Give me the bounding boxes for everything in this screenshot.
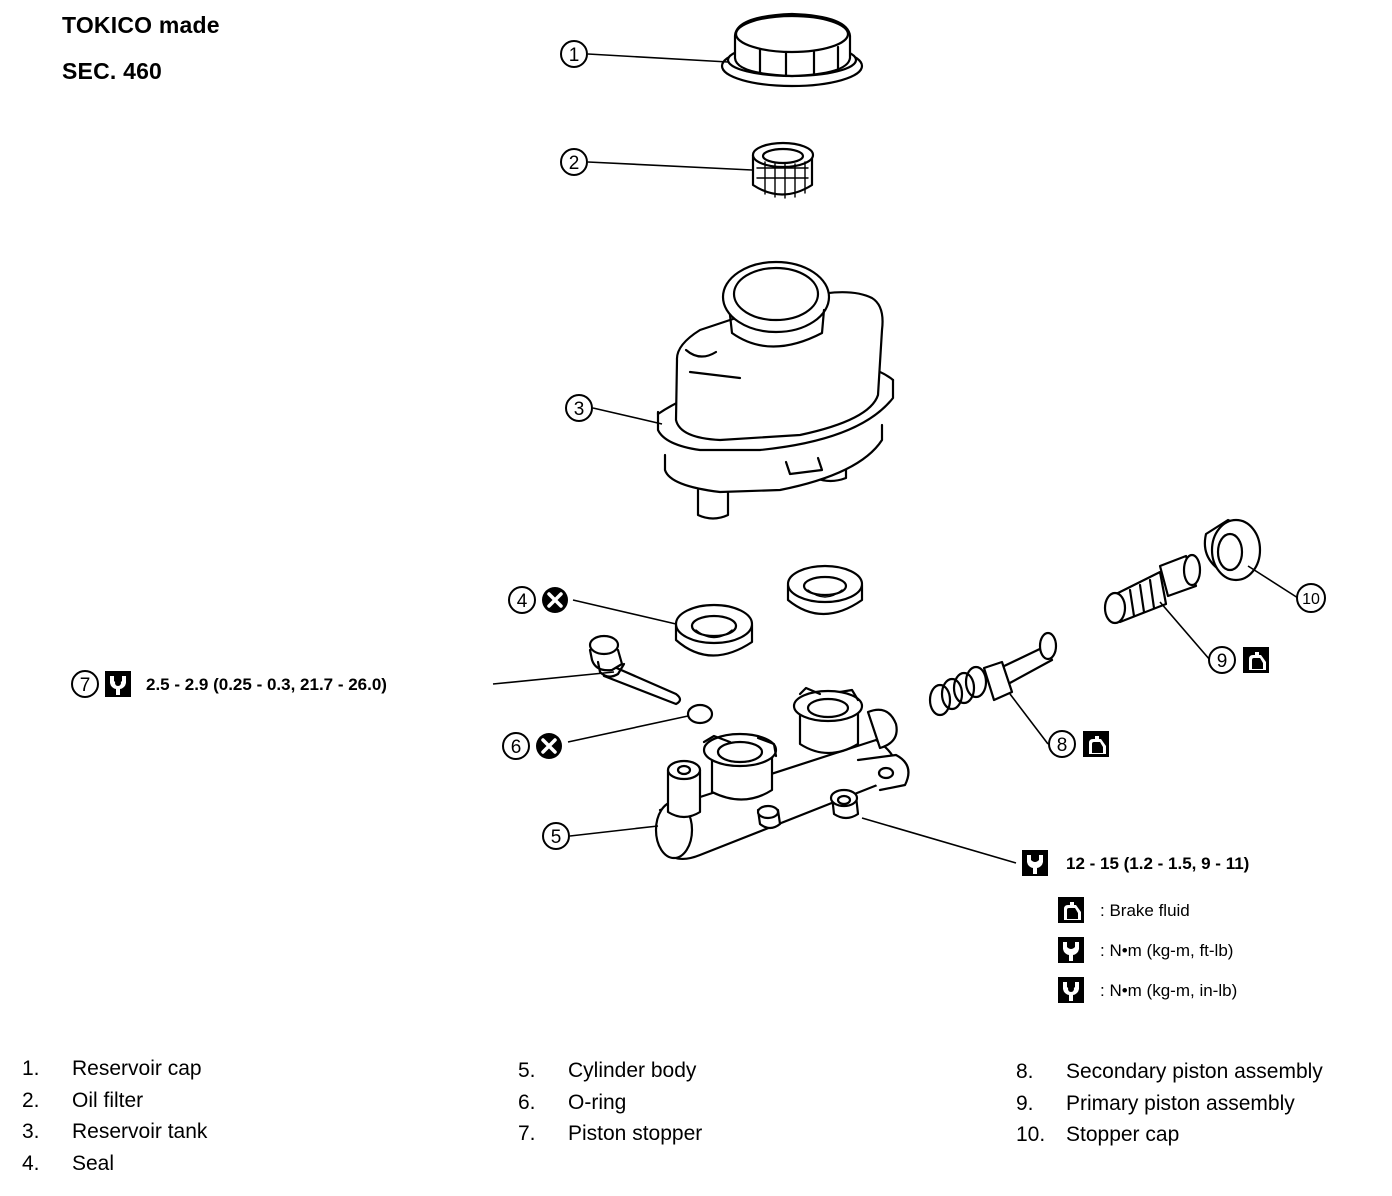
legend-torque-ftlb-icon bbox=[1058, 937, 1084, 963]
svg-text:7: 7 bbox=[80, 675, 91, 696]
list-item: 7.Piston stopper bbox=[518, 1122, 703, 1145]
parts-list-column-1: 1.Reservoir cap 2.Oil filter 3.Reservoir… bbox=[22, 1053, 462, 1179]
list-item: 1.Reservoir cap bbox=[22, 1057, 202, 1080]
list-item: 8.Secondary piston assembly bbox=[1016, 1060, 1323, 1083]
reservoir-tank-drawing bbox=[656, 260, 895, 520]
cylinder-body-drawing bbox=[654, 686, 910, 860]
legend-brake-fluid-icon bbox=[1058, 897, 1084, 923]
list-item: 6.O-ring bbox=[518, 1090, 627, 1114]
legend-torque-inlb-icon bbox=[1058, 977, 1084, 1003]
callout-2: 2 bbox=[560, 148, 588, 176]
list-item: 10.Stopper cap bbox=[1016, 1123, 1180, 1146]
callout-7: 7 bbox=[71, 670, 131, 698]
brake-fluid-icon bbox=[1243, 647, 1269, 673]
replace-part-icon bbox=[540, 585, 570, 615]
svg-text:2: 2 bbox=[569, 153, 580, 174]
list-item: 3.Reservoir tank bbox=[22, 1120, 208, 1143]
svg-text:9: 9 bbox=[1217, 651, 1228, 672]
callout-4: 4 bbox=[508, 585, 570, 615]
o-ring-drawing bbox=[686, 703, 714, 725]
svg-text:6: 6 bbox=[511, 737, 522, 758]
callout-3: 3 bbox=[565, 394, 593, 422]
parts-list-column-3: 8.Secondary piston assembly 9.Primary pi… bbox=[1016, 1056, 1386, 1151]
svg-text:: N•m (kg-m, in-lb): : N•m (kg-m, in-lb) bbox=[1100, 981, 1237, 1000]
svg-text:8: 8 bbox=[1057, 735, 1068, 756]
list-item: 9.Primary piston assembly bbox=[1016, 1091, 1295, 1115]
symbol-legend: : Brake fluid : N•m (kg-m, ft-lb) : N•m … bbox=[1058, 897, 1237, 1003]
callout-10: 10 bbox=[1296, 583, 1326, 613]
diagram-maker-title: TOKICO made bbox=[62, 12, 220, 38]
mounting-nut-torque: 12 - 15 (1.2 - 1.5, 9 - 11) bbox=[1066, 854, 1249, 873]
list-item: 4.Seal bbox=[22, 1151, 115, 1175]
callout-markers: 1 2 3 4 5 6 7 8 bbox=[71, 40, 1326, 850]
list-item: 5.Cylinder body bbox=[518, 1059, 697, 1082]
svg-text:5: 5 bbox=[551, 827, 562, 848]
reservoir-cap-drawing bbox=[720, 12, 864, 88]
parts-list-column-2: 5.Cylinder body 6.O-ring 7.Piston stoppe… bbox=[518, 1055, 958, 1150]
section-number: SEC. 460 bbox=[62, 58, 163, 84]
callout-1: 1 bbox=[560, 40, 588, 68]
svg-text:: N•m (kg-m, ft-lb): : N•m (kg-m, ft-lb) bbox=[1100, 941, 1233, 960]
piston-stopper-drawing bbox=[588, 634, 682, 706]
svg-text:4: 4 bbox=[517, 591, 528, 612]
piston-stopper-torque: 2.5 - 2.9 (0.25 - 0.3, 21.7 - 26.0) bbox=[146, 675, 387, 694]
brake-fluid-icon bbox=[1083, 731, 1109, 757]
svg-text:1: 1 bbox=[569, 45, 580, 66]
svg-text:10: 10 bbox=[1302, 591, 1320, 608]
primary-piston-drawing bbox=[1103, 553, 1202, 625]
oil-filter-drawing bbox=[751, 141, 815, 199]
callout-5: 5 bbox=[542, 822, 570, 850]
callout-6: 6 bbox=[502, 731, 564, 761]
replace-part-icon bbox=[534, 731, 564, 761]
seal-drawings bbox=[674, 564, 864, 657]
callout-9: 9 bbox=[1208, 646, 1269, 674]
list-item: 2.Oil filter bbox=[22, 1088, 144, 1112]
svg-text:: Brake fluid: : Brake fluid bbox=[1100, 901, 1190, 920]
leader-lines bbox=[492, 53, 1299, 864]
stopper-cap-drawing bbox=[1203, 518, 1262, 582]
torque-wrench-inlb-icon bbox=[105, 671, 131, 697]
torque-wrench-ftlb-icon bbox=[1022, 850, 1048, 876]
callout-8: 8 bbox=[1048, 730, 1109, 758]
svg-text:3: 3 bbox=[574, 399, 585, 420]
secondary-piston-drawing bbox=[928, 631, 1058, 717]
